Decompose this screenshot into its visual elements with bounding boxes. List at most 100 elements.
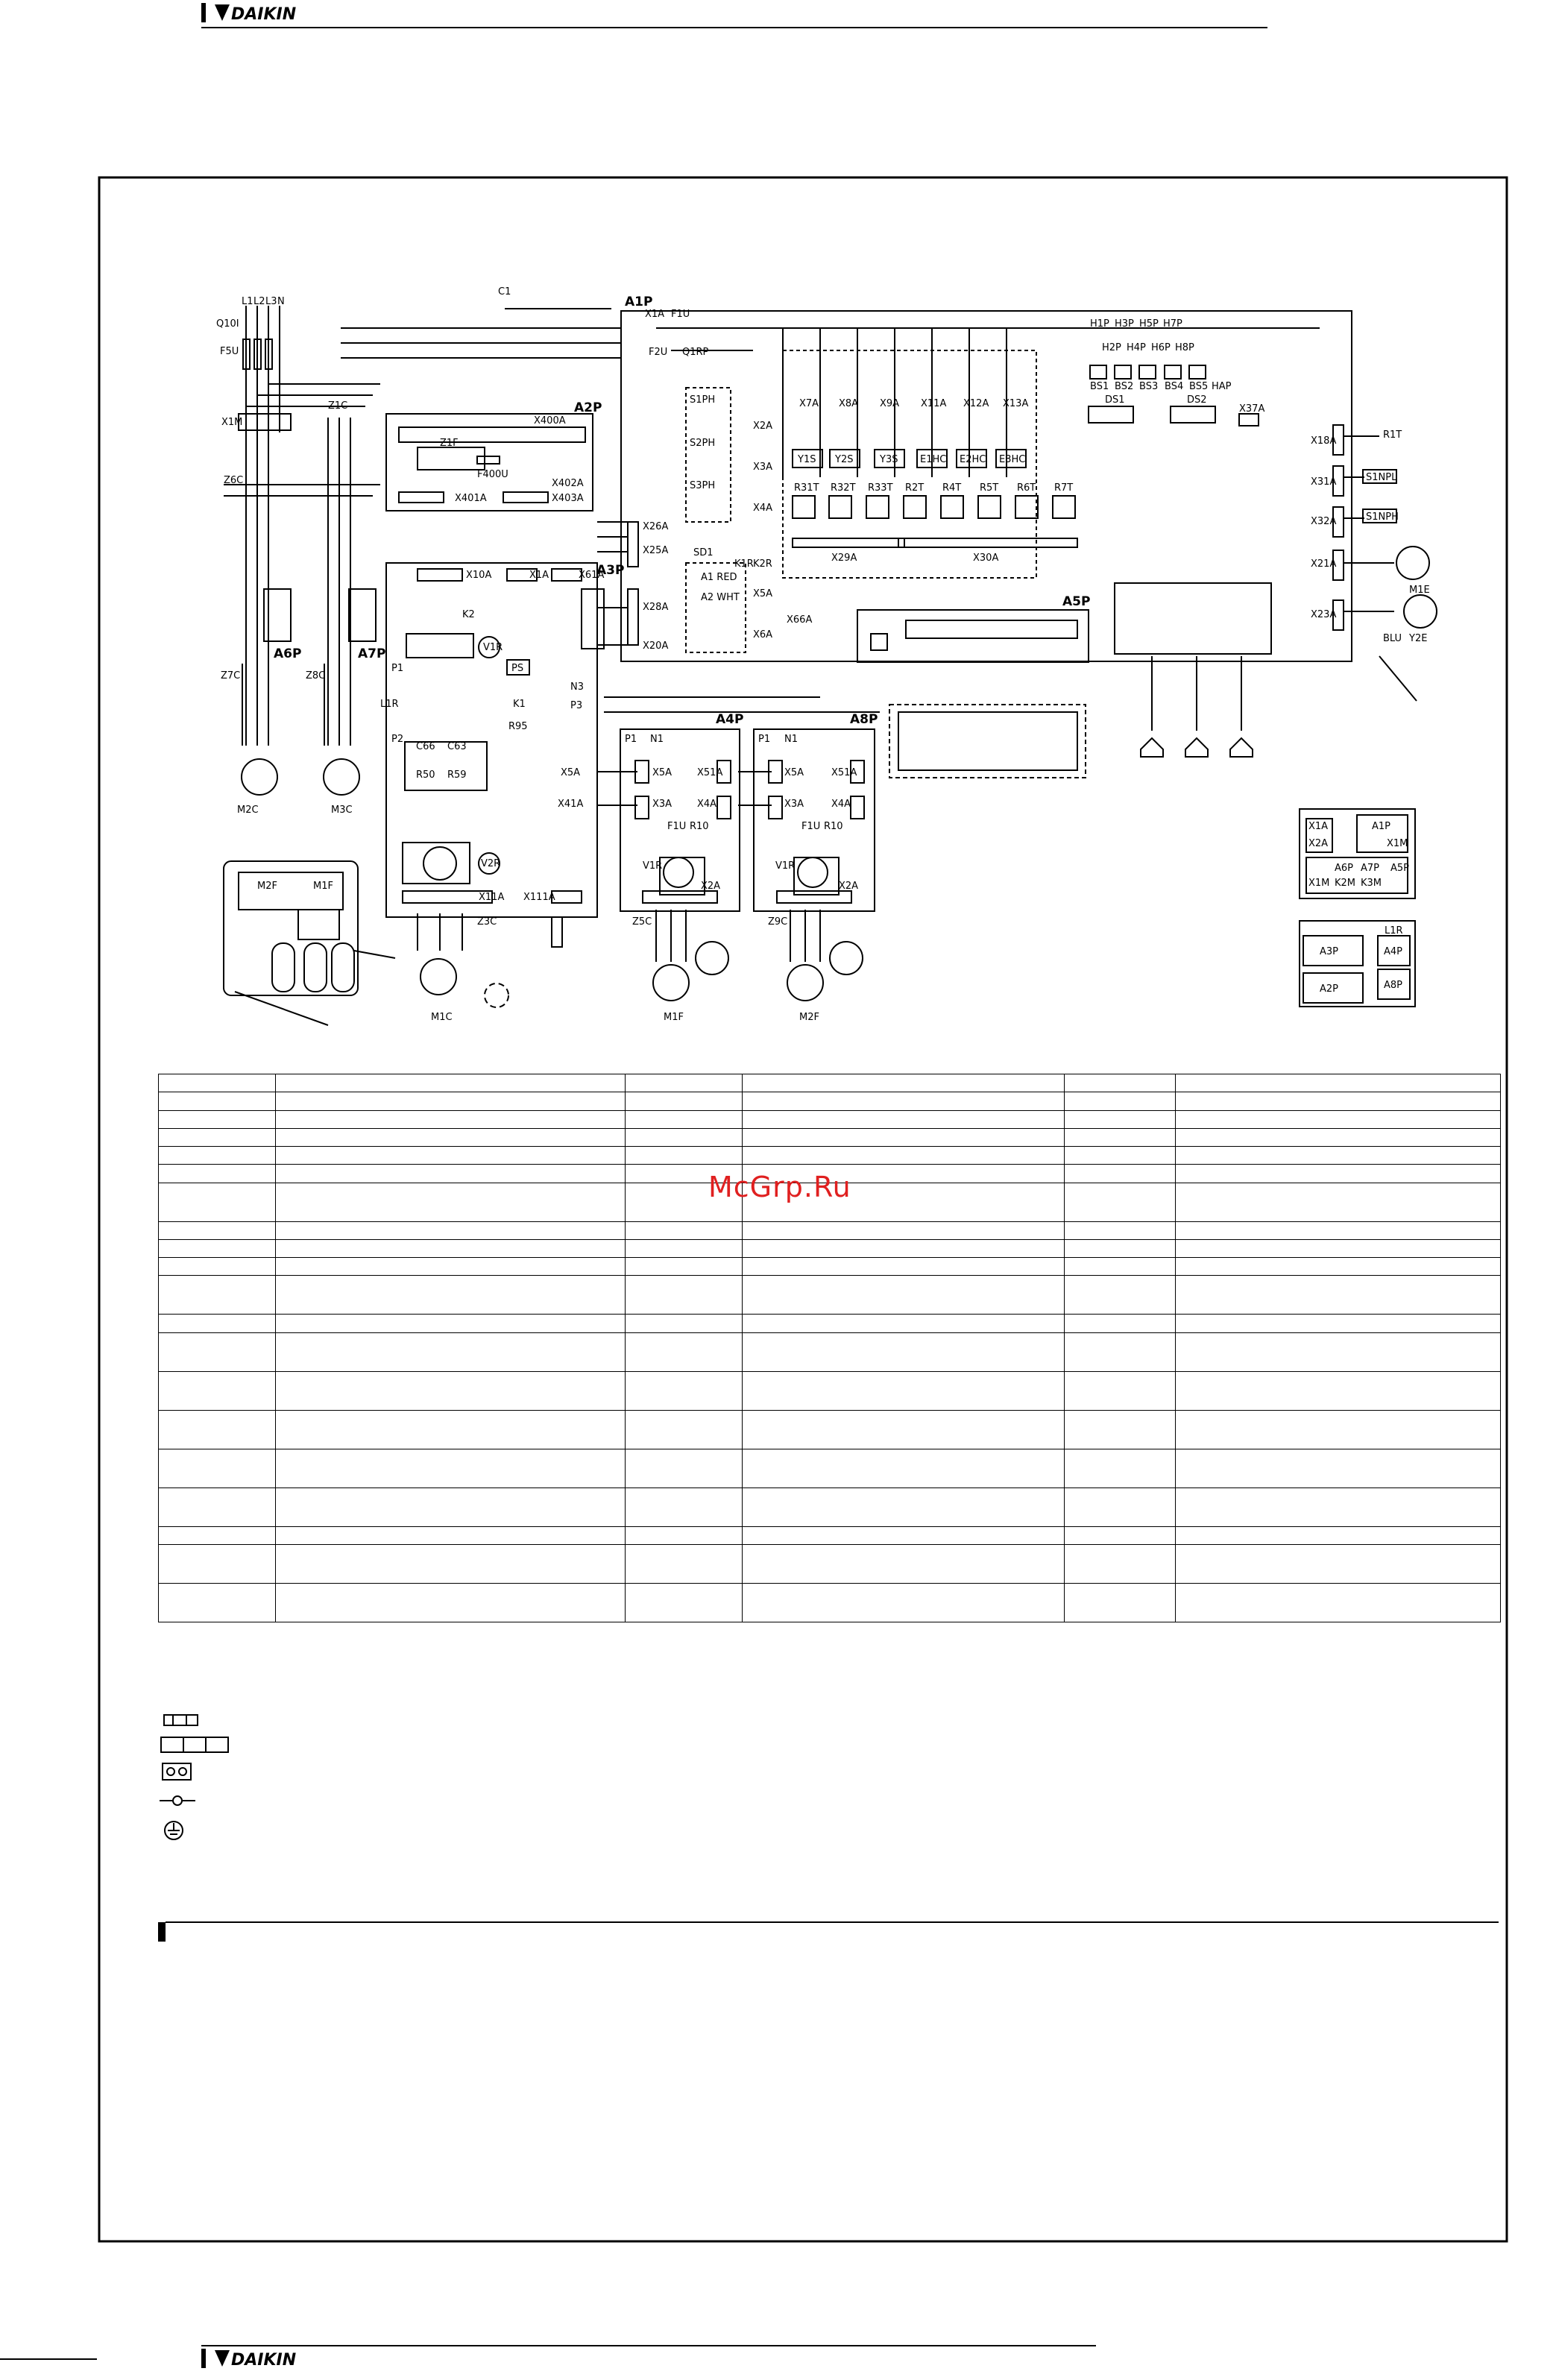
label-x61a: X61A xyxy=(579,570,604,581)
legend-row xyxy=(158,1582,1501,1623)
label-a6p: A6P xyxy=(274,646,301,661)
label-f1u: F1U xyxy=(671,309,690,320)
legend-cell xyxy=(625,1127,743,1148)
label-h6p: H6P xyxy=(1151,342,1171,353)
key-a4p: A4P xyxy=(1384,946,1402,957)
legend-cell xyxy=(158,1370,276,1411)
legend-cell xyxy=(625,1092,743,1111)
legend-cell xyxy=(1175,1127,1501,1148)
terminal-strip-icon xyxy=(163,1714,198,1726)
legend-cell xyxy=(1175,1275,1501,1315)
legend-row xyxy=(158,1145,1501,1165)
label-a4p-x51a: X51A xyxy=(697,767,722,778)
legend-cell xyxy=(625,1448,743,1488)
label-a7p: A7P xyxy=(358,646,385,661)
label-r2t: R2T xyxy=(905,482,924,494)
label-k1r: K1R xyxy=(734,558,754,570)
label-r33t: R33T xyxy=(868,482,893,494)
label-x10a: X10A xyxy=(466,570,491,581)
key-x1a: X1A xyxy=(1308,821,1328,832)
legend-cell xyxy=(741,1314,1065,1333)
legend-cell xyxy=(1063,1526,1177,1545)
legend-cell xyxy=(274,1526,626,1545)
label-r4t: R4T xyxy=(942,482,961,494)
key-x1m-2: X1M xyxy=(1308,878,1329,889)
legend-cell xyxy=(1063,1092,1177,1111)
remote-controller-outline xyxy=(889,704,1086,778)
legend-cell xyxy=(274,1332,626,1372)
label-r5t: R5T xyxy=(980,482,998,494)
daikin-logo-icon: DAIKIN xyxy=(201,3,296,24)
label-x12a: X12A xyxy=(963,398,989,409)
label-s1ph: S1PH xyxy=(690,394,715,406)
label-z3c: Z3C xyxy=(477,916,497,928)
legend-cell xyxy=(158,1145,276,1165)
legend-cell xyxy=(741,1543,1065,1584)
legend-cell xyxy=(1063,1182,1177,1222)
label-blu: BLU xyxy=(1383,633,1402,644)
board-a7p-outline xyxy=(348,588,377,642)
legend-cell xyxy=(1063,1275,1177,1315)
brand-name-footer: DAIKIN xyxy=(231,2351,296,2370)
legend-cell xyxy=(1063,1487,1177,1527)
legend-cell xyxy=(1175,1448,1501,1488)
legend-cell xyxy=(158,1221,276,1240)
legend-cell xyxy=(625,1582,743,1623)
legend-cell xyxy=(625,1487,743,1527)
label-x9a: X9A xyxy=(880,398,899,409)
label-h5p: H5P xyxy=(1139,318,1159,330)
legend-cell xyxy=(1063,1238,1177,1259)
legend-cell xyxy=(741,1332,1065,1372)
label-x5a: X5A xyxy=(561,767,580,778)
label-a4p-n1: N1 xyxy=(650,734,664,745)
label-h8p: H8P xyxy=(1175,342,1194,353)
label-ds2: DS2 xyxy=(1187,394,1207,406)
legend-cell xyxy=(625,1073,743,1093)
legend-cell xyxy=(1063,1370,1177,1411)
label-r50: R50 xyxy=(416,769,435,781)
legend-cell xyxy=(741,1145,1065,1165)
label-s1npl: S1NPL xyxy=(1366,472,1397,483)
legend-cell xyxy=(274,1221,626,1240)
label-k2r: K2R xyxy=(753,558,772,570)
legend-row xyxy=(158,1275,1501,1315)
legend-cell xyxy=(625,1164,743,1183)
footer-rule xyxy=(201,2345,1096,2346)
label-k2m: Z7C xyxy=(221,670,240,681)
label-a8p-p1: P1 xyxy=(758,734,770,745)
label-a1p-x1a: X1A xyxy=(645,309,664,320)
label-x13a: X13A xyxy=(1003,398,1028,409)
label-p2: P2 xyxy=(391,734,403,745)
label-ps: PS xyxy=(511,663,523,674)
legend-cell xyxy=(1175,1145,1501,1165)
label-a4p-f1u: F1U xyxy=(667,821,686,832)
legend-cell xyxy=(274,1164,626,1183)
key-l1r: L1R xyxy=(1385,925,1403,936)
board-a3p-outline xyxy=(385,562,598,918)
label-a4p-v1r: V1R xyxy=(643,860,662,872)
legend-cell xyxy=(274,1409,626,1449)
label-x403a: X403A xyxy=(552,493,584,504)
label-m3c: M3C xyxy=(331,805,353,816)
legend-cell xyxy=(1063,1582,1177,1623)
label-a8p: A8P xyxy=(850,712,878,727)
legend-cell xyxy=(741,1526,1065,1545)
label-a8p-n1: N1 xyxy=(784,734,798,745)
legend-cell xyxy=(1063,1543,1177,1584)
label-x25a: X25A xyxy=(643,545,668,556)
label-r31t: R31T xyxy=(794,482,819,494)
legend-cell xyxy=(274,1314,626,1333)
label-a1p: A1P xyxy=(625,295,652,309)
legend-cell xyxy=(1063,1448,1177,1488)
label-x31a: X31A xyxy=(1311,476,1336,488)
legend-cell xyxy=(625,1109,743,1129)
connector-icon xyxy=(160,1737,229,1753)
legend-cell xyxy=(158,1448,276,1488)
label-x5a-a1p: X5A xyxy=(753,588,772,599)
label-h3p: H3P xyxy=(1115,318,1134,330)
legend-cell xyxy=(158,1487,276,1527)
component-legend-table xyxy=(158,1073,1501,1623)
label-l1: L1 xyxy=(242,296,253,307)
legend-cell xyxy=(625,1257,743,1276)
